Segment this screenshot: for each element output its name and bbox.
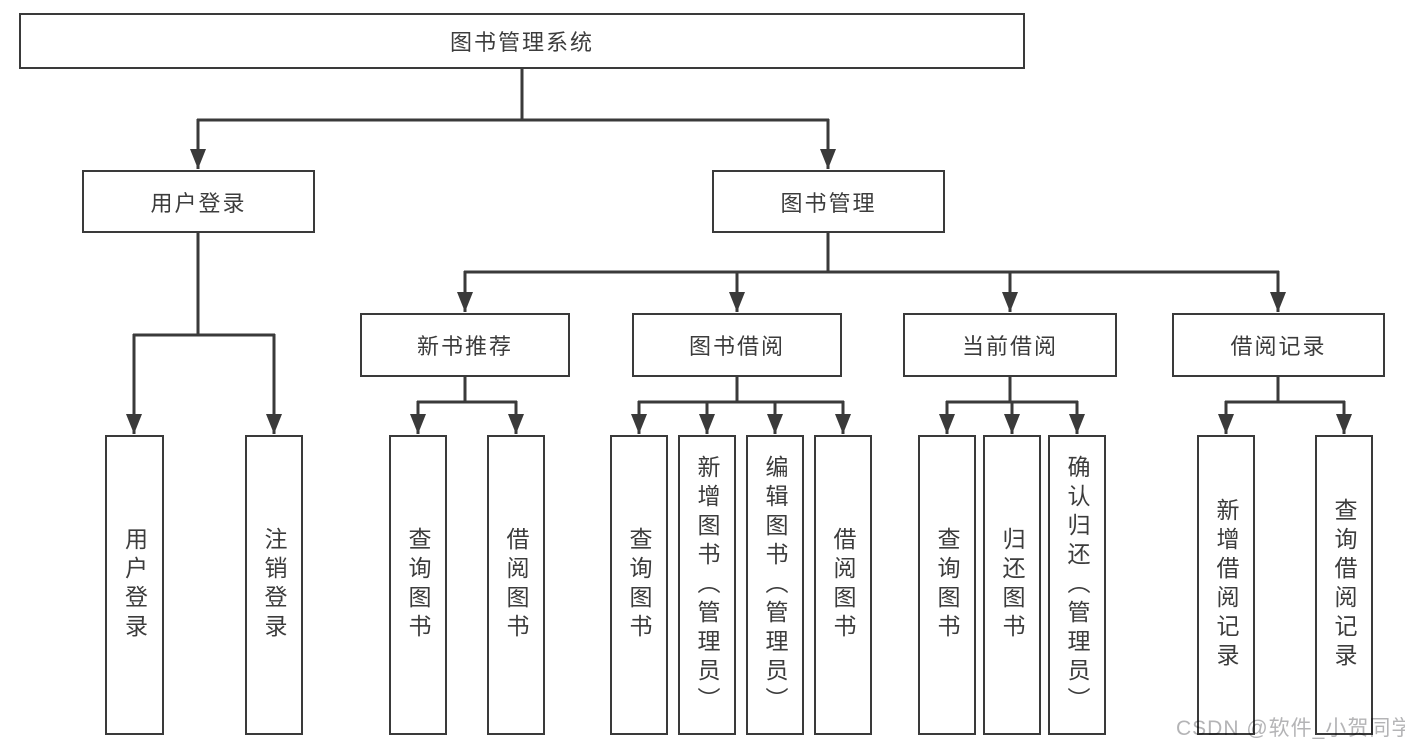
- leaf-user-login: 用户登录: [105, 435, 164, 735]
- connector-book-borrow-group: [638, 377, 844, 404]
- leaf-borrow-books: 借阅图书: [814, 435, 872, 735]
- csdn-watermark: CSDN @软件_小贺同学: [1176, 717, 1405, 740]
- node-current-borrow: 当前借阅: [903, 313, 1117, 377]
- leaf-query-books: 查询图书: [610, 435, 668, 735]
- leaf-edit-books-admin: 编辑图书（管理员）: [746, 435, 804, 735]
- node-book-management: 图书管理: [712, 170, 945, 233]
- leaf-add-borrow-record: 新增借阅记录: [1197, 435, 1255, 735]
- leaf-query-books: 查询图书: [389, 435, 447, 735]
- node-root-library-system: 图书管理系统: [19, 13, 1025, 69]
- leaf-logout: 注销登录: [245, 435, 303, 735]
- connector-borrow-records-group: [1225, 377, 1345, 404]
- connector-root-to-level2: [197, 69, 829, 122]
- leaf-confirm-return-admin: 确认归还（管理员）: [1048, 435, 1106, 735]
- connector-book-management-group: [464, 233, 1279, 274]
- leaf-add-books-admin: 新增图书（管理员）: [678, 435, 736, 735]
- node-new-book-recommend: 新书推荐: [360, 313, 570, 377]
- leaf-query-borrow-record: 查询借阅记录: [1315, 435, 1373, 735]
- node-book-borrow: 图书借阅: [632, 313, 842, 377]
- connector-user-login-group: [133, 233, 275, 337]
- leaf-return-books: 归还图书: [983, 435, 1041, 735]
- leaf-query-books: 查询图书: [918, 435, 976, 735]
- connector-new-book-recommend-group: [417, 377, 517, 404]
- leaf-borrow-books: 借阅图书: [487, 435, 545, 735]
- node-borrow-records: 借阅记录: [1172, 313, 1385, 377]
- connector-current-borrow-group: [946, 377, 1078, 404]
- node-user-login: 用户登录: [82, 170, 315, 233]
